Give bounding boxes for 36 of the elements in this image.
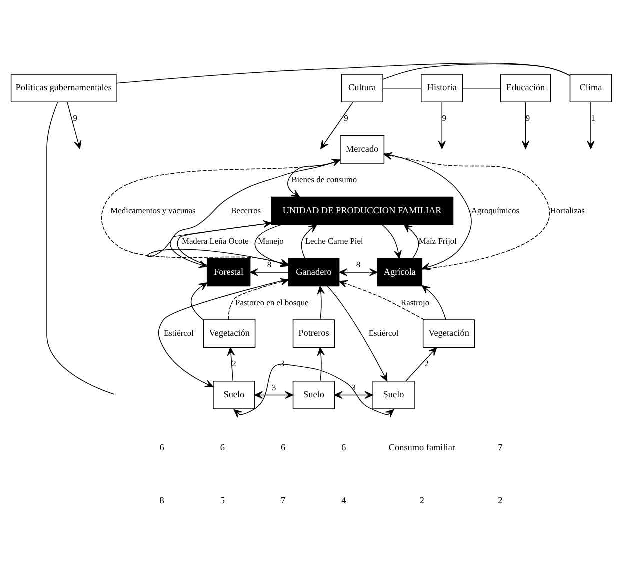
label: 6 [281,442,286,453]
label: 6 [160,442,164,453]
edge-label: Manejo [258,236,284,246]
label: 5 [220,496,225,506]
edge-label: Rastrojo [401,297,430,308]
edge-label: 1 [591,113,596,124]
edge-label: 3 [352,382,356,392]
edge-label: Estiércol [164,328,194,338]
label: 7 [281,496,286,506]
label: 6 [342,442,346,453]
edge-label: Bienes de consumo [292,174,358,185]
label: 4 [342,496,346,506]
edge-label: 3 [272,382,276,392]
edge-label: 9 [344,113,348,124]
edge-label: Madera Leña Ocote [182,236,249,246]
edge-label: Leche Carne Piel [305,236,364,246]
edge-label: Maíz Frijol [418,236,457,246]
edge-label: 8 [356,260,361,270]
edge-label: 2 [424,358,429,369]
edge-label: Hortalizas [550,205,585,216]
edge-label: 9 [442,113,447,124]
edge-label: Pastoreo en el bosque [236,297,309,308]
label: 8 [160,496,164,506]
label: 2 [420,496,424,506]
edge-label: Agroquímicos [471,205,520,216]
edge-label: 8 [267,260,272,270]
edge-label: 2 [232,358,236,369]
label: 7 [498,442,503,453]
edge-label: Becerros [231,205,262,216]
label: 2 [498,496,503,506]
edge-label: Estiércol [368,328,399,338]
label: 6 [220,442,225,453]
edge-label: 9 [526,113,530,124]
edge-label: 9 [73,113,78,124]
edge-label: Medicamentos y vacunas [110,205,196,216]
label: Consumo familiar [388,442,456,453]
